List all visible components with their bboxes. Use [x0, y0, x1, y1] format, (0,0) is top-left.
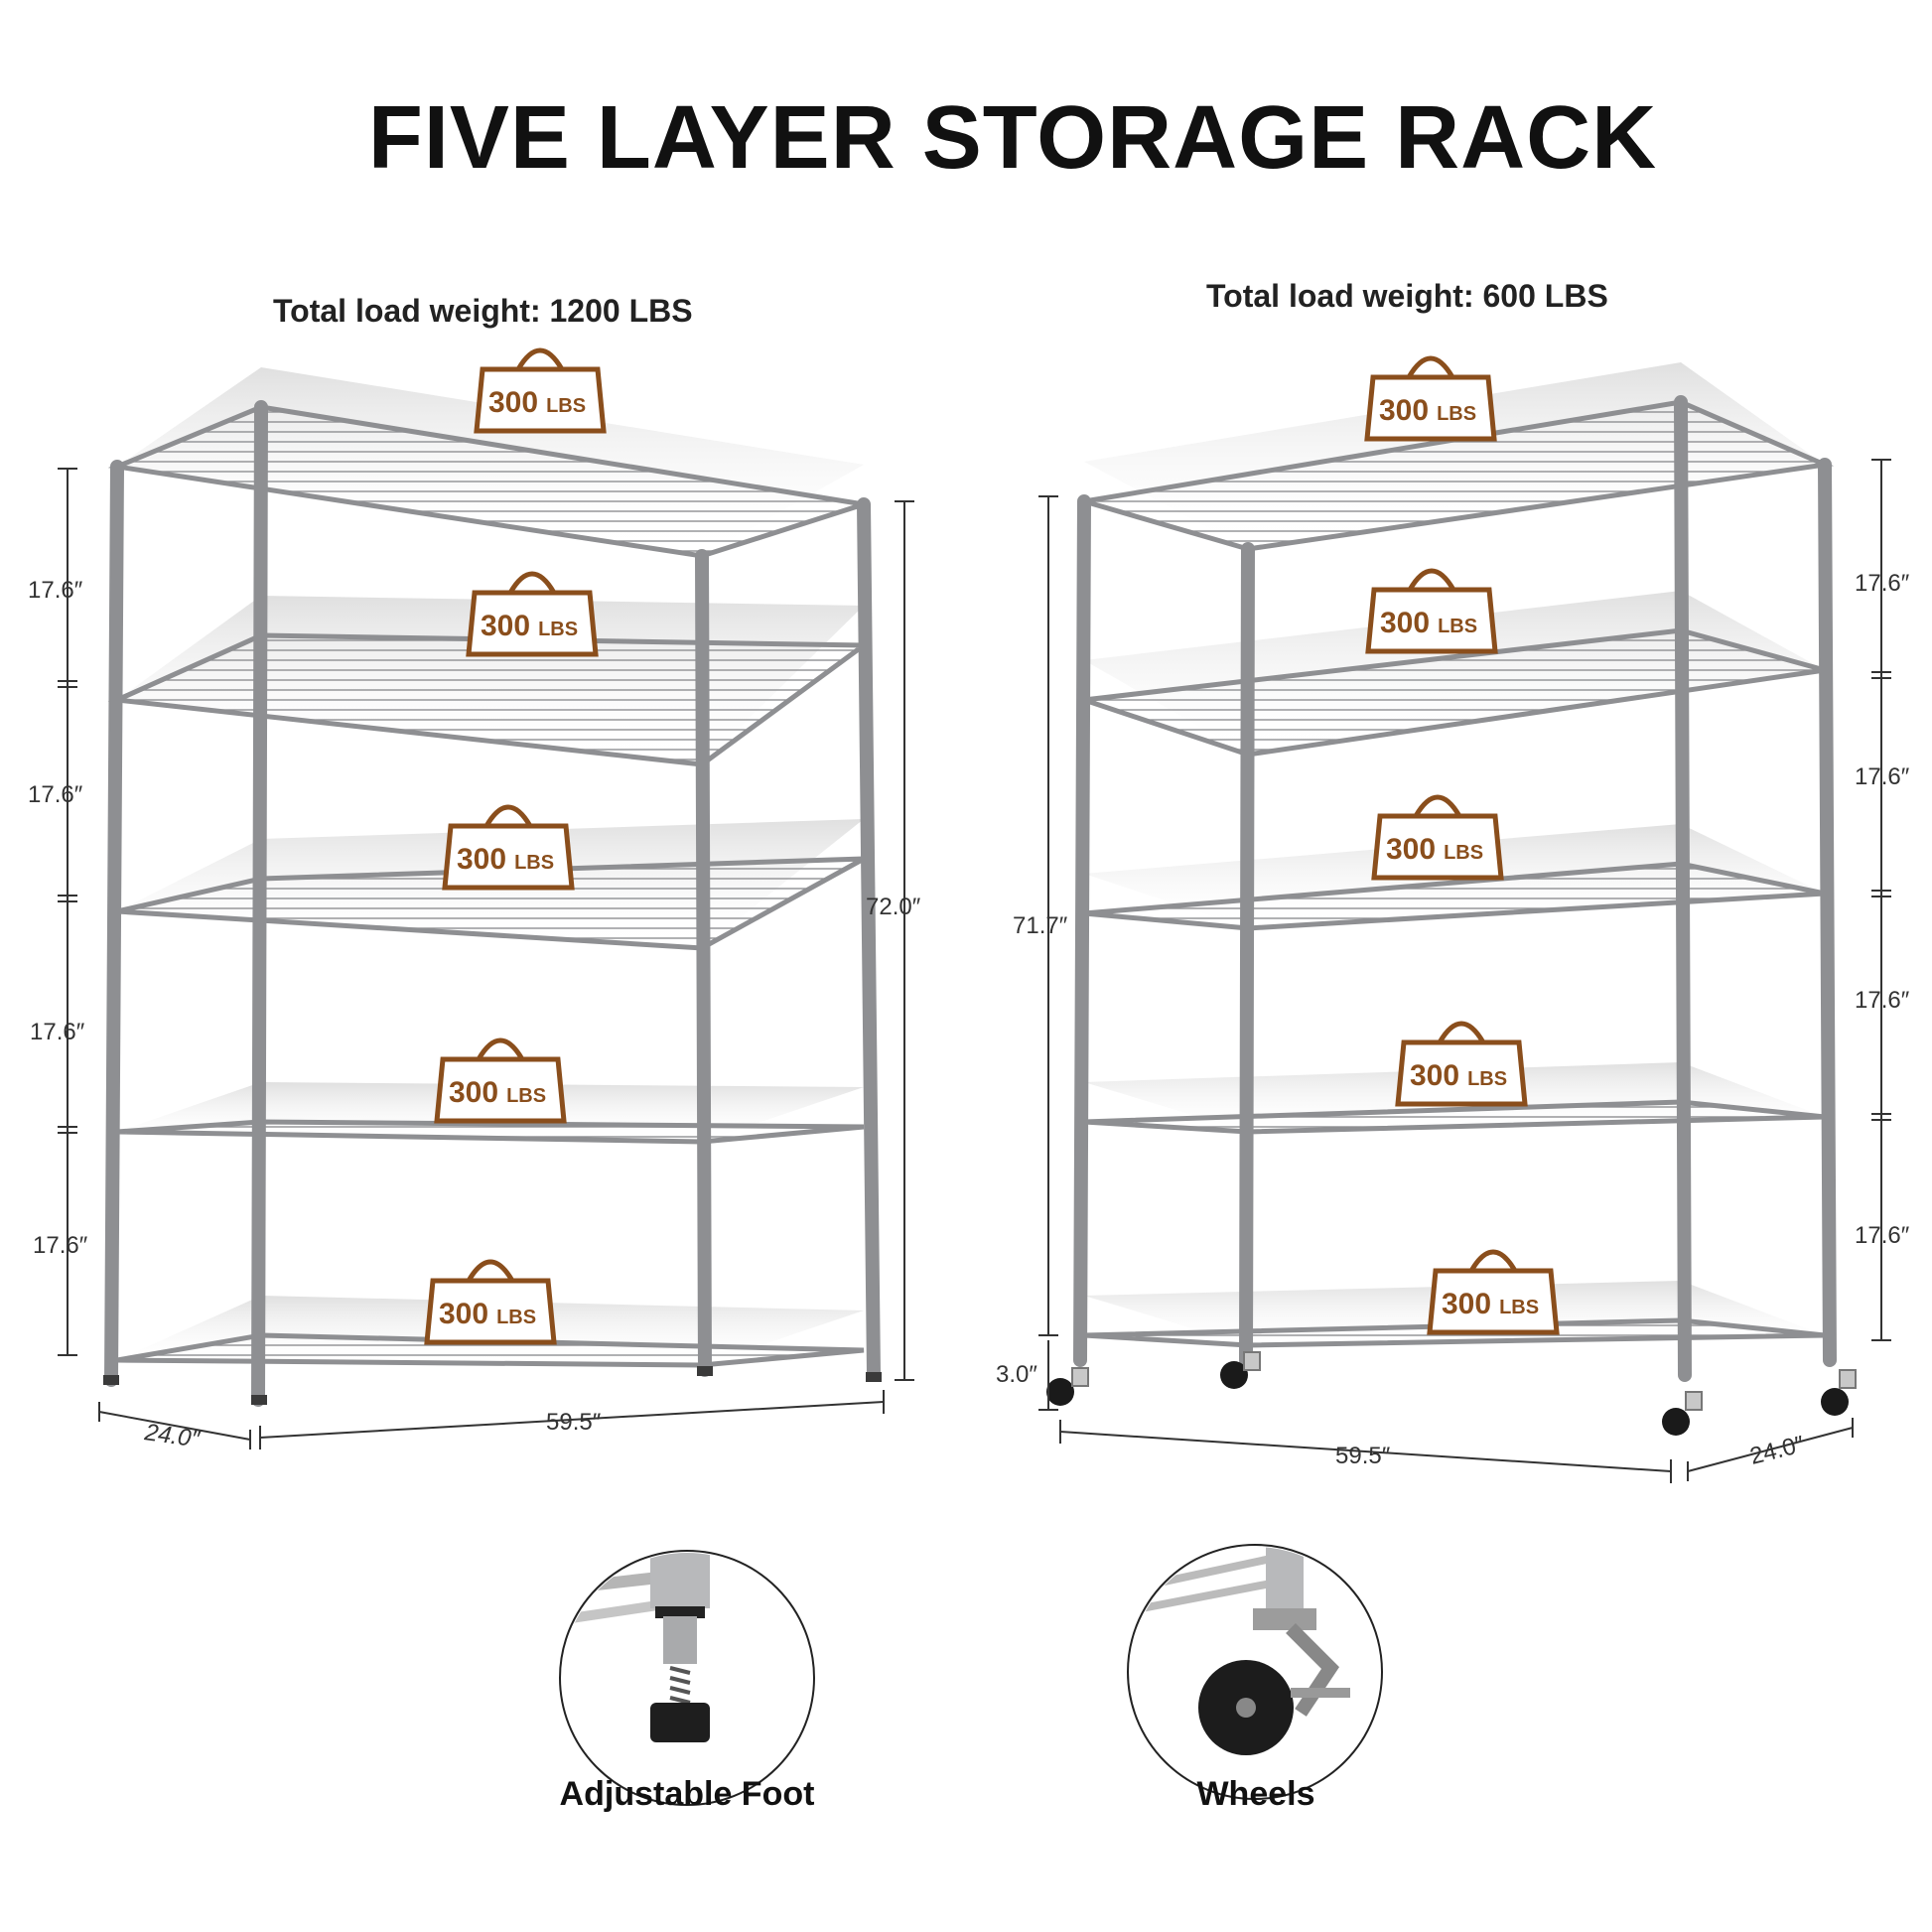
- right-width: 59.5″: [1335, 1443, 1391, 1469]
- left-tier-1-height: 17.6″: [28, 577, 83, 604]
- caster-wheel-icon: [1046, 1361, 1849, 1436]
- left-width: 59.5″: [546, 1409, 602, 1436]
- weight-handle-icon: [1413, 794, 1462, 818]
- weight-handle-icon: [466, 1259, 515, 1283]
- tag-number: 300: [1442, 1288, 1491, 1320]
- left-tier-4-height: 17.6″: [33, 1232, 88, 1259]
- right-total-height: 71.7″: [1013, 912, 1068, 939]
- right-tier-3-height: 17.6″: [1855, 987, 1910, 1014]
- left-total-load: Total load weight: 1200 LBS: [273, 293, 693, 329]
- weight-tag-9: 300 LBS: [1395, 1021, 1528, 1107]
- left-feet-icon: [103, 1366, 882, 1405]
- weight-tag-6: 300 LBS: [1364, 355, 1497, 442]
- tag-number: 300: [481, 610, 530, 642]
- tag-number: 300: [439, 1298, 488, 1330]
- tag-number: 300: [1379, 394, 1429, 427]
- left-posts: [104, 400, 881, 1407]
- right-tier-4-height: 17.6″: [1855, 1222, 1910, 1249]
- left-total-height: 72.0″: [866, 894, 921, 920]
- left-tier-3-height: 17.6″: [30, 1019, 85, 1045]
- tag-unit: LBS: [546, 395, 586, 417]
- tag-unit: LBS: [1438, 616, 1477, 637]
- tag-unit: LBS: [514, 852, 554, 874]
- tag-unit: LBS: [1437, 403, 1476, 425]
- dimension-lines: [58, 459, 1891, 1483]
- tag-number: 300: [488, 386, 538, 419]
- weight-handle-icon: [507, 571, 557, 595]
- tag-number: 300: [457, 843, 506, 876]
- tag-number: 300: [449, 1076, 498, 1109]
- weight-tag-10: 300 LBS: [1427, 1249, 1560, 1335]
- dimension-labels: 17.6″ 17.6″ 17.6″ 17.6″ 72.0″ 59.5″ 24.0…: [28, 570, 1910, 1470]
- weight-tag-3: 300 LBS: [442, 804, 575, 891]
- caster-mount-icon: [1071, 1351, 1857, 1411]
- tag-unit: LBS: [1467, 1068, 1507, 1090]
- weight-tag-5: 300 LBS: [424, 1259, 557, 1345]
- weight-handle-icon: [1437, 1021, 1486, 1044]
- right-rack: [1046, 362, 1857, 1436]
- weight-tag-2: 300 LBS: [466, 571, 599, 657]
- wheels-label: Wheels: [1196, 1775, 1315, 1813]
- weight-handle-icon: [515, 347, 565, 371]
- right-tier-1-height: 17.6″: [1855, 570, 1910, 597]
- weight-handle-icon: [476, 1037, 525, 1061]
- weight-tag-1: 300 LBS: [474, 347, 607, 434]
- page-title: FIVE LAYER STORAGE RACK: [367, 88, 1658, 188]
- right-depth: 24.0″: [1747, 1431, 1808, 1470]
- tag-unit: LBS: [506, 1085, 546, 1107]
- right-shelves: [1083, 362, 1835, 1348]
- tag-unit: LBS: [496, 1307, 536, 1328]
- tag-unit: LBS: [1499, 1297, 1539, 1318]
- weight-handle-icon: [1468, 1249, 1518, 1273]
- right-posts: [1073, 395, 1837, 1382]
- right-tier-2-height: 17.6″: [1855, 763, 1910, 790]
- left-rack: [103, 367, 882, 1407]
- adjustable-foot-label: Adjustable Foot: [559, 1775, 815, 1813]
- weight-handle-icon: [1406, 355, 1455, 379]
- left-depth: 24.0″: [142, 1419, 203, 1453]
- left-shelf-2: [107, 596, 872, 767]
- weight-handle-icon: [483, 804, 533, 828]
- weight-handle-icon: [1407, 568, 1456, 592]
- left-tier-2-height: 17.6″: [28, 781, 83, 808]
- weight-tag-8: 300 LBS: [1371, 794, 1504, 881]
- right-wheel-height: 3.0″: [996, 1361, 1037, 1388]
- tag-unit: LBS: [1444, 842, 1483, 864]
- tag-unit: LBS: [538, 619, 578, 640]
- wheels-detail: [1127, 1544, 1383, 1800]
- left-shelves: [107, 367, 872, 1368]
- tag-number: 300: [1386, 833, 1436, 866]
- right-total-load: Total load weight: 600 LBS: [1206, 278, 1608, 314]
- adjustable-foot-detail: [559, 1550, 815, 1806]
- weight-tag-4: 300 LBS: [434, 1037, 567, 1124]
- weight-tag-7: 300 LBS: [1365, 568, 1498, 654]
- tag-number: 300: [1410, 1059, 1459, 1092]
- tag-number: 300: [1380, 607, 1430, 639]
